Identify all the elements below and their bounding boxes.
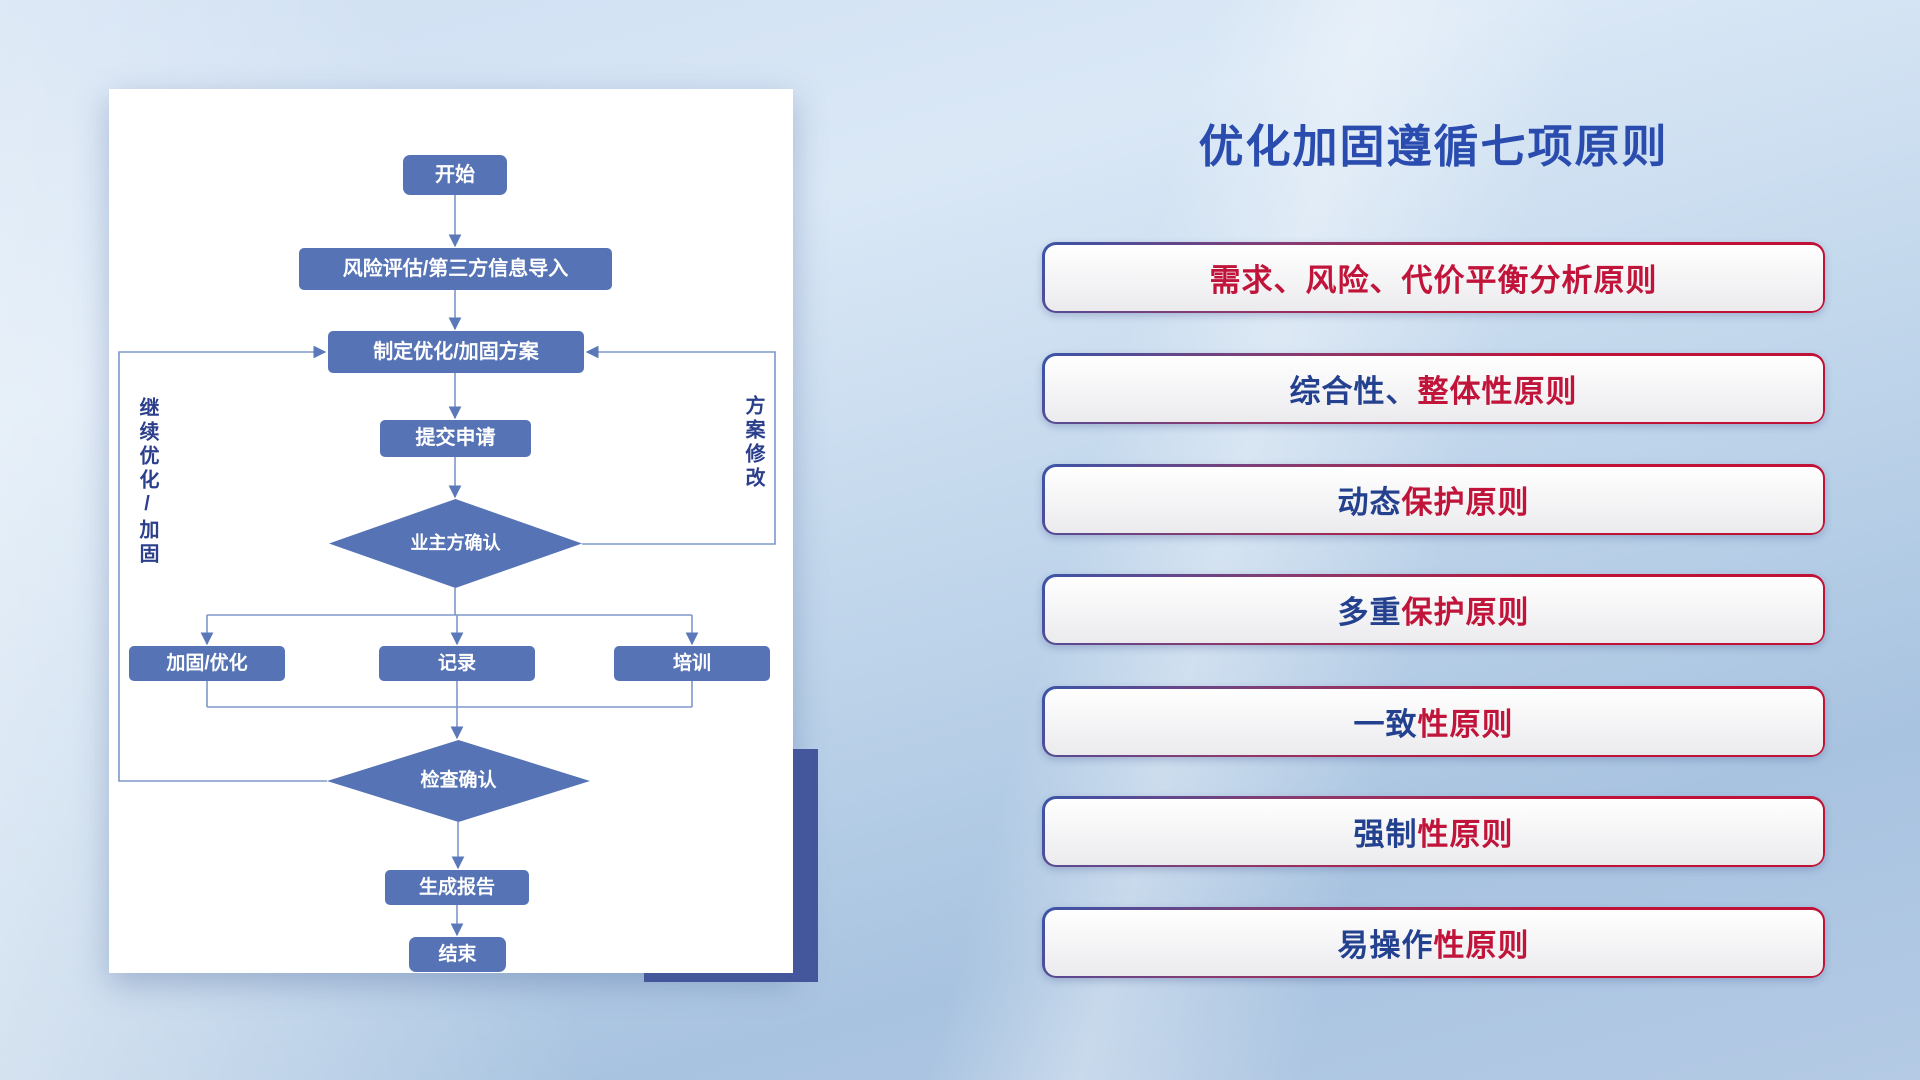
flow-node-record: 记录	[379, 646, 535, 681]
principle-label: 需求、风险、代价平衡分析原则	[1044, 244, 1823, 311]
principle-item-6: 强制性原则	[1042, 796, 1825, 867]
principle-text-red: 保护原则	[1401, 595, 1530, 630]
principle-text-red: 整体性原则	[1417, 374, 1578, 409]
principle-label: 易操作性原则	[1044, 909, 1823, 976]
principle-text-blue: 动态	[1337, 485, 1402, 520]
flow-node-report: 生成报告	[385, 870, 529, 905]
flowchart-panel: 开始 风险评估/第三方信息导入 制定优化/加固方案 提交申请 业主方确认 加固/…	[109, 89, 793, 973]
principle-text-blue: 易操作	[1337, 928, 1434, 963]
principle-item-4: 多重保护原则	[1042, 574, 1825, 645]
principles-panel: 优化加固遵循七项原则 需求、风险、代价平衡分析原则 综合性、整体性原则 动态保护…	[1042, 0, 1825, 1080]
principle-text-red: 性原则	[1417, 817, 1514, 852]
flow-node-submit: 提交申请	[380, 420, 531, 457]
flow-node-reinforce: 加固/优化	[129, 646, 285, 681]
principle-item-7: 易操作性原则	[1042, 907, 1825, 978]
principle-text-blue: 一致	[1353, 707, 1418, 742]
principle-item-3: 动态保护原则	[1042, 464, 1825, 535]
flow-node-end: 结束	[409, 937, 506, 972]
principle-label: 多重保护原则	[1044, 576, 1823, 643]
principle-label: 动态保护原则	[1044, 466, 1823, 533]
flow-node-training: 培训	[614, 646, 770, 681]
flow-node-make-plan: 制定优化/加固方案	[328, 331, 584, 373]
edge-label-plan-modify: 方案修改	[742, 395, 764, 491]
principle-item-2: 综合性、整体性原则	[1042, 353, 1825, 424]
principle-text-blue: 多重	[1337, 595, 1402, 630]
principle-text-blue: 综合性、	[1289, 374, 1418, 409]
principle-item-5: 一致性原则	[1042, 686, 1825, 757]
edge-label-continue-loop: 继续优化/加固	[136, 397, 158, 567]
flow-node-start: 开始	[403, 155, 507, 195]
principle-text-red: 保护原则	[1401, 485, 1530, 520]
flow-node-risk-import: 风险评估/第三方信息导入	[299, 248, 612, 290]
principle-label: 一致性原则	[1044, 688, 1823, 755]
principle-item-1: 需求、风险、代价平衡分析原则	[1042, 242, 1825, 313]
principle-text-blue: 强制	[1353, 817, 1418, 852]
principle-text-red: 性原则	[1433, 928, 1530, 963]
page-title: 优化加固遵循七项原则	[1198, 121, 1669, 172]
flow-connectors	[118, 195, 776, 937]
principle-text-red: 需求、风险、代价平衡分析原则	[1209, 263, 1658, 298]
principle-label: 综合性、整体性原则	[1044, 355, 1823, 422]
principle-text-red: 性原则	[1417, 707, 1514, 742]
principle-label: 强制性原则	[1044, 798, 1823, 865]
